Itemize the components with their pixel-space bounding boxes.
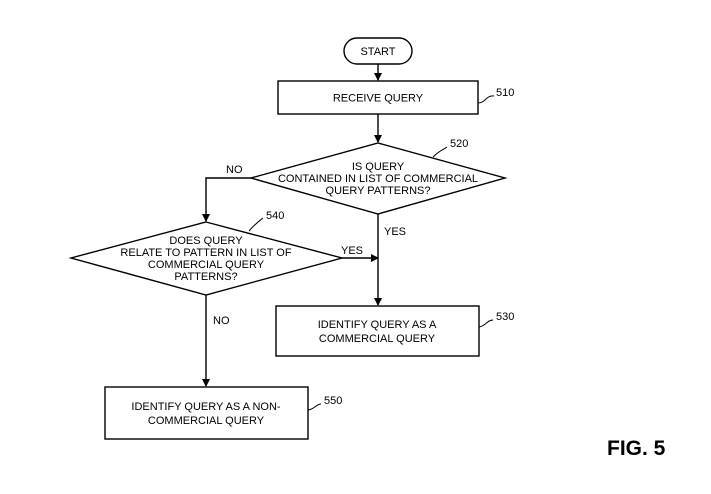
decision-520-text-line-3: QUERY PATTERNS? <box>326 185 431 197</box>
ref-520-leader <box>433 147 447 157</box>
process-530-shape <box>276 306 479 356</box>
decision-540-text-line-2: RELATE TO PATTERN IN LIST OF <box>120 247 291 259</box>
process-510-text: RECEIVE QUERY <box>333 93 424 105</box>
decision-diamond-540: DOES QUERYRELATE TO PATTERN IN LIST OFCO… <box>71 210 342 295</box>
ref-540-leader <box>249 218 263 231</box>
ref-510-label: 510 <box>496 87 514 99</box>
start-terminal: START <box>344 38 412 64</box>
process-box-510: RECEIVE QUERY 510 <box>278 81 514 114</box>
process-550-shape <box>105 387 308 439</box>
process-530-text-line-1: IDENTIFY QUERY AS A <box>318 319 437 331</box>
ref-550-label: 550 <box>324 395 342 407</box>
decision-540-yes-label: YES <box>341 245 363 257</box>
connector-520-no-to-540 <box>206 178 251 221</box>
figure-label: FIG. 5 <box>607 437 666 460</box>
decision-520-text-line-1: IS QUERY <box>352 161 405 173</box>
process-550-text-line-2: COMMERCIAL QUERY <box>148 415 265 427</box>
process-550-text-line-1: IDENTIFY QUERY AS A NON- <box>131 401 280 413</box>
decision-520-yes-label: YES <box>384 226 406 238</box>
ref-550-leader <box>308 404 321 410</box>
decision-diamond-520: IS QUERYCONTAINED IN LIST OF COMMERCIALQ… <box>251 138 505 214</box>
ref-530-leader <box>479 320 493 327</box>
decision-540-text-line-1: DOES QUERY <box>169 235 243 247</box>
decision-520-no-label: NO <box>226 164 243 176</box>
ref-520-label: 520 <box>450 138 468 150</box>
start-label: START <box>360 46 395 58</box>
decision-520-text-line-2: CONTAINED IN LIST OF COMMERCIAL <box>278 173 478 185</box>
decision-540-text-line-4: PATTERNS? <box>174 271 237 283</box>
process-530-text-line-2: COMMERCIAL QUERY <box>319 333 436 345</box>
process-box-550: IDENTIFY QUERY AS A NON- COMMERCIAL QUERY… <box>105 387 342 439</box>
process-510-text-line-1: RECEIVE QUERY <box>333 93 424 105</box>
process-box-530: IDENTIFY QUERY AS A COMMERCIAL QUERY 530 <box>276 306 514 356</box>
ref-510-leader <box>478 96 494 103</box>
ref-540-label: 540 <box>266 210 284 222</box>
decision-540-text-line-3: COMMERCIAL QUERY <box>148 259 265 271</box>
decision-540-no-label: NO <box>213 315 230 327</box>
ref-530-label: 530 <box>496 311 514 323</box>
